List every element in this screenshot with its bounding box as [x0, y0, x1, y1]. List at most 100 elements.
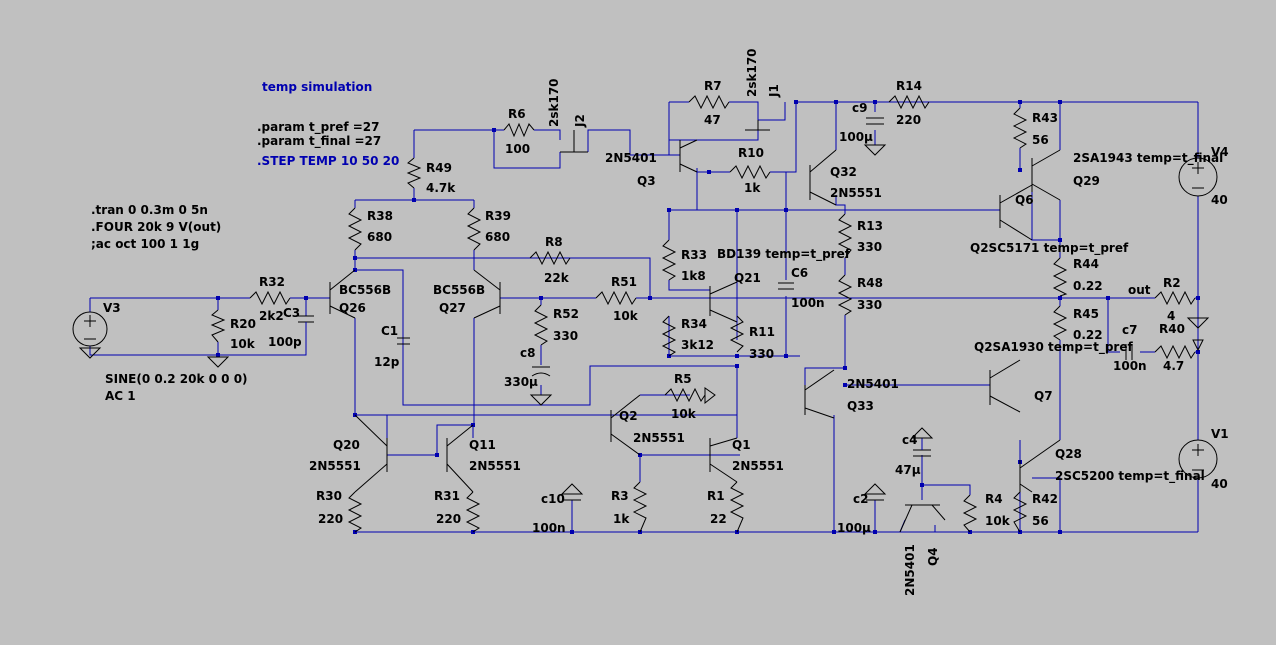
ground-icon [863, 483, 887, 495]
r40-symbol[interactable] [1154, 344, 1196, 360]
r42-symbol[interactable] [1012, 491, 1028, 533]
tran-directive: .tran 0 0.3m 0 5n [91, 203, 208, 217]
r10-symbol[interactable] [729, 164, 771, 180]
c10-symbol[interactable] [563, 493, 581, 501]
output-port [1192, 339, 1204, 352]
r52-symbol[interactable] [533, 304, 549, 346]
c3-symbol[interactable] [298, 315, 314, 330]
r1-symbol[interactable] [729, 481, 745, 533]
r2-symbol[interactable] [1154, 290, 1196, 306]
q20-label: Q20 [333, 438, 360, 452]
r11-value: 330 [749, 347, 774, 361]
r52-value: 330 [553, 329, 578, 343]
r44-symbol[interactable] [1052, 257, 1068, 297]
r32-symbol[interactable] [249, 290, 291, 306]
c8-symbol[interactable] [531, 366, 551, 377]
r38-label: R38 [367, 209, 393, 223]
q7-label: Q7 [1034, 389, 1053, 403]
r34-symbol[interactable] [661, 315, 677, 357]
c2-symbol[interactable] [866, 493, 884, 501]
r10-value: 1k [744, 181, 761, 195]
q3-symbol[interactable] [679, 139, 698, 173]
c1-symbol[interactable] [397, 337, 410, 345]
j2-label: J2 [573, 114, 587, 128]
q21-symbol[interactable] [709, 281, 738, 323]
j2-symbol[interactable] [560, 130, 588, 153]
q27-label: Q27 [439, 301, 466, 315]
ac-directive: ;ac oct 100 1 1g [91, 237, 199, 251]
r44-value: 0.22 [1073, 279, 1103, 293]
q4-value: 2N5401 [903, 544, 917, 596]
r7-symbol[interactable] [688, 94, 730, 110]
j1-symbol[interactable] [745, 120, 770, 131]
r34-value: 3k12 [681, 338, 714, 352]
q28-symbol[interactable] [1019, 439, 1061, 493]
output-arrow-icon [1192, 339, 1204, 352]
v1-symbol[interactable] [1178, 439, 1218, 479]
r5-symbol[interactable] [664, 387, 706, 403]
four-directive: .FOUR 20k 9 V(out) [91, 220, 221, 234]
q6-symbol[interactable] [999, 184, 1033, 241]
j1-value: 2sk170 [745, 48, 759, 97]
r4-symbol[interactable] [962, 494, 978, 533]
r51-value: 10k [613, 309, 639, 323]
q29-value: 2SA1943 temp=t_final [1073, 151, 1223, 166]
r49-label: R49 [426, 161, 452, 175]
v3-ac-spec: AC 1 [105, 389, 136, 403]
q4-label: Q4 [926, 547, 940, 566]
r11-symbol[interactable] [729, 315, 745, 353]
q7-symbol[interactable] [989, 359, 1021, 413]
r48-symbol[interactable] [837, 274, 853, 316]
q1-symbol[interactable] [709, 437, 738, 483]
v1-value: 40 [1211, 477, 1228, 491]
r14-symbol[interactable] [888, 94, 930, 110]
wires [89, 101, 1199, 533]
c8-value: 330µ [504, 375, 538, 389]
r13-symbol[interactable] [837, 213, 853, 259]
q32-symbol[interactable] [809, 149, 837, 206]
r45-symbol[interactable] [1052, 305, 1068, 341]
r6-symbol[interactable] [503, 122, 535, 138]
q11-symbol[interactable] [446, 424, 474, 493]
v3-sine-spec: SINE(0 0.2 20k 0 0 0) [105, 372, 248, 386]
c4-symbol[interactable] [913, 438, 931, 457]
r39-symbol[interactable] [466, 207, 482, 251]
r20-symbol[interactable] [210, 309, 226, 343]
param-t-pref: .param t_pref =27 [257, 120, 379, 135]
q1-value: 2N5551 [732, 459, 784, 473]
r33-symbol[interactable] [661, 239, 677, 281]
q26-symbol[interactable] [329, 269, 356, 319]
r48-value: 330 [857, 298, 882, 312]
r30-symbol[interactable] [347, 491, 363, 533]
ground-symbols [78, 144, 1210, 495]
r8-value: 22k [544, 271, 570, 285]
r51-symbol[interactable] [595, 290, 637, 306]
r52-label: R52 [553, 307, 579, 321]
param-t-final: .param t_final =27 [257, 134, 381, 149]
q2-symbol[interactable] [610, 394, 641, 456]
r43-symbol[interactable] [1012, 107, 1028, 149]
q29-symbol[interactable] [1031, 149, 1061, 201]
r31-symbol[interactable] [465, 491, 481, 533]
q6-value: Q2SC5171 temp=t_pref [970, 241, 1129, 256]
q27-symbol[interactable] [473, 269, 501, 319]
r40-label: R40 [1159, 322, 1185, 336]
r49-symbol[interactable] [406, 157, 422, 189]
r3-symbol[interactable] [632, 481, 648, 533]
q4-symbol[interactable] [899, 504, 946, 533]
component-labels: R6 100 J2 2sk170 R7 47 J1 2sk170 c9 100µ… [230, 48, 1229, 596]
c7-symbol[interactable] [1125, 344, 1133, 360]
v4-symbol[interactable] [1178, 157, 1218, 197]
step-directive: .STEP TEMP 10 50 20 [257, 154, 399, 168]
r13-label: R13 [857, 219, 883, 233]
q33-symbol[interactable] [804, 369, 835, 419]
c6-symbol[interactable] [778, 282, 794, 290]
r38-symbol[interactable] [347, 207, 363, 251]
c4-value: 47µ [895, 463, 921, 477]
q20-symbol[interactable] [354, 414, 388, 493]
v3-symbol[interactable] [72, 311, 108, 347]
c9-symbol[interactable] [866, 117, 884, 125]
r7-value: 47 [704, 113, 721, 127]
c9-label: c9 [852, 101, 867, 115]
r8-symbol[interactable] [529, 250, 571, 266]
